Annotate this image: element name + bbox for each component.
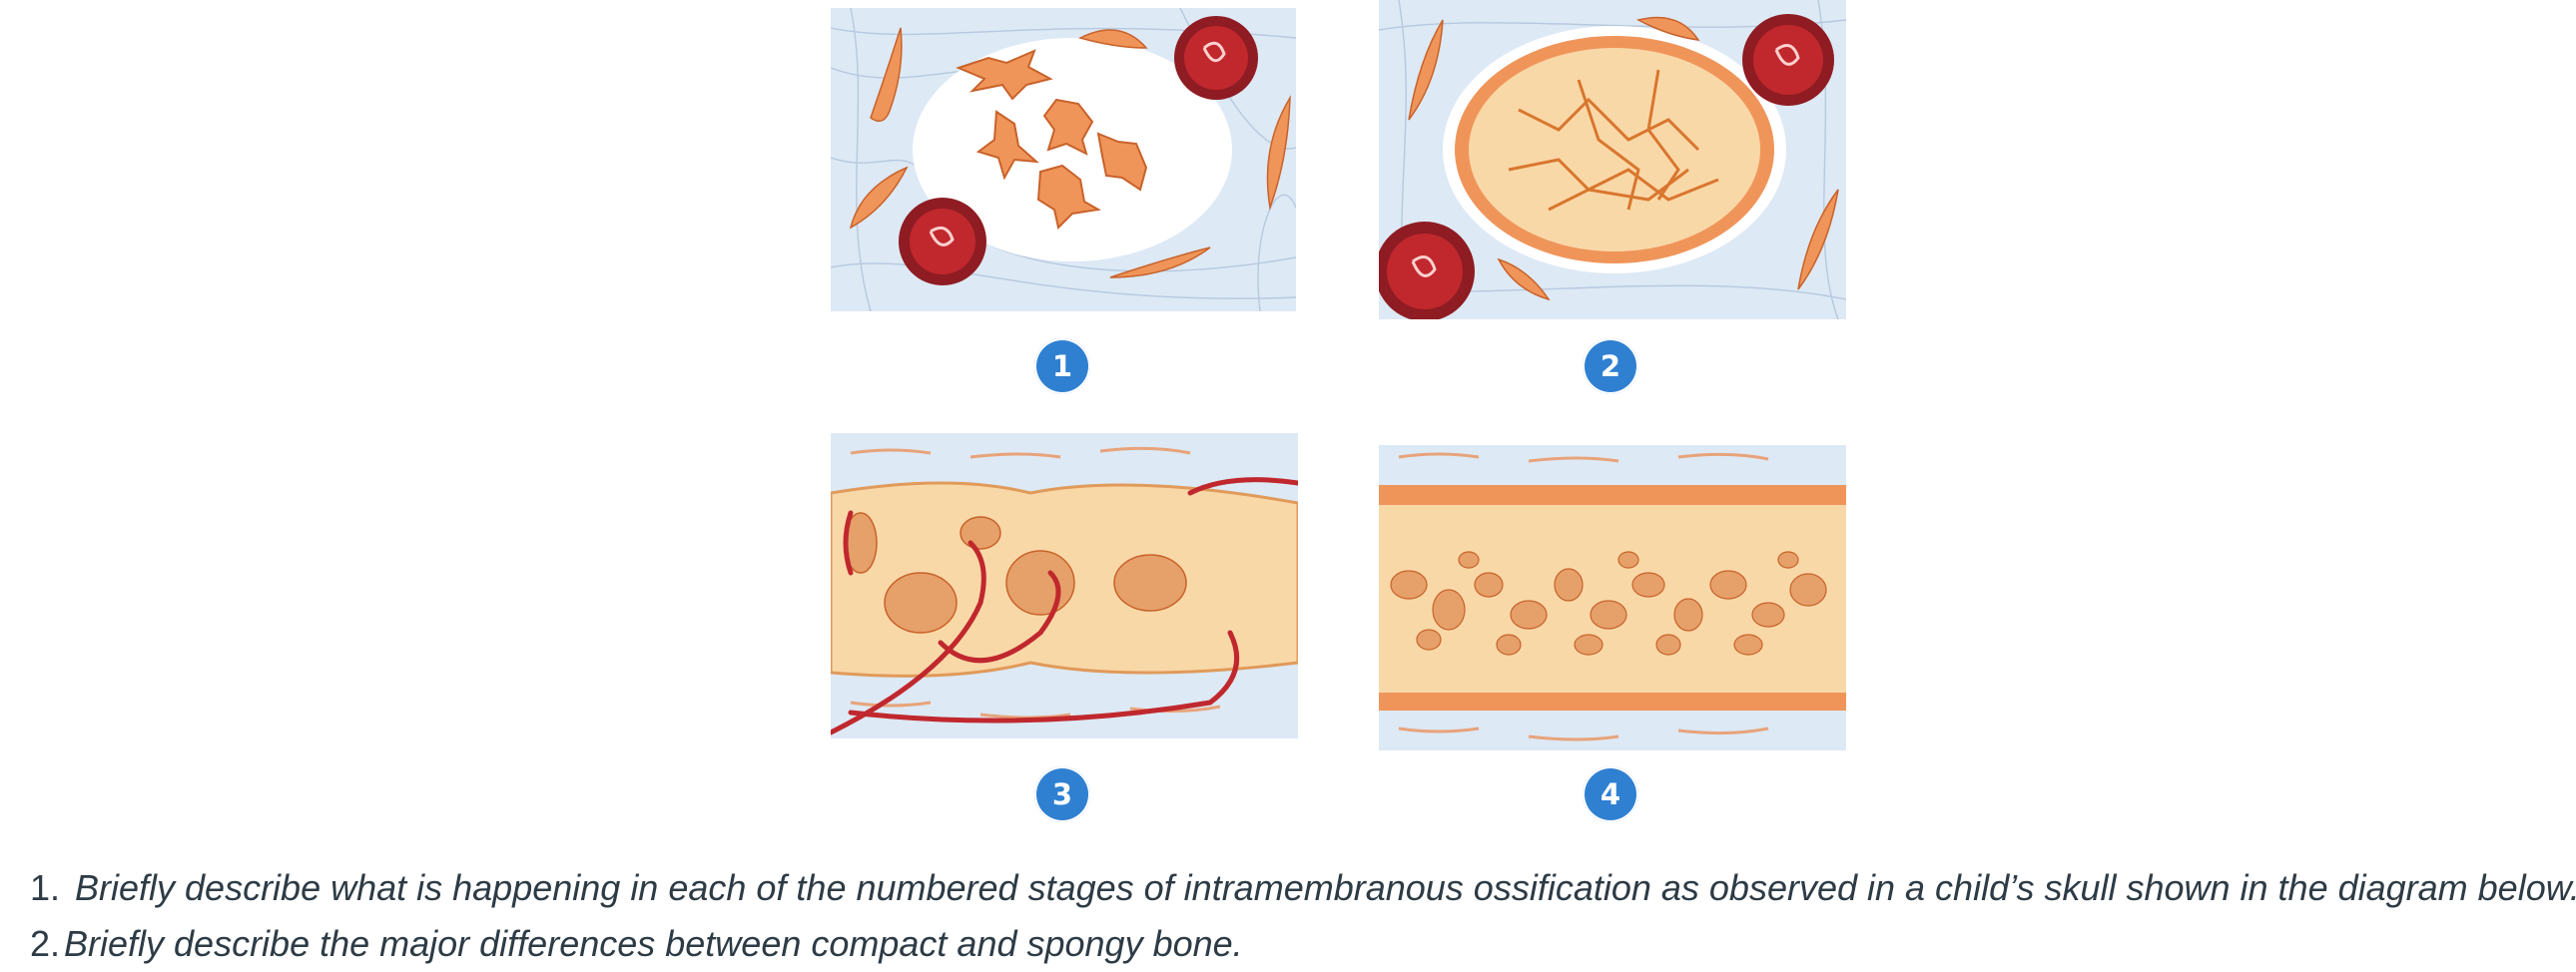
question-list: 1.Briefly describe what is happening in … [30, 860, 2556, 972]
question-number: 1. [30, 860, 75, 916]
stage-2-illustration [1379, 0, 1846, 319]
stage-4-illustration [1379, 445, 1846, 750]
question-1: 1.Briefly describe what is happening in … [30, 860, 2556, 916]
step-badge: 1 [1034, 338, 1090, 394]
question-text: Briefly describe what is happening in ea… [75, 867, 2576, 908]
question-2: 2.Briefly describe the major differences… [30, 916, 2556, 972]
question-number: 2. [30, 916, 64, 972]
step-badge: 2 [1583, 338, 1638, 394]
stage-1-illustration [831, 8, 1296, 311]
step-badge: 3 [1034, 766, 1090, 822]
step-badge: 4 [1583, 766, 1638, 822]
stage-3-illustration [831, 433, 1298, 738]
question-text: Briefly describe the major differences b… [64, 923, 1243, 964]
